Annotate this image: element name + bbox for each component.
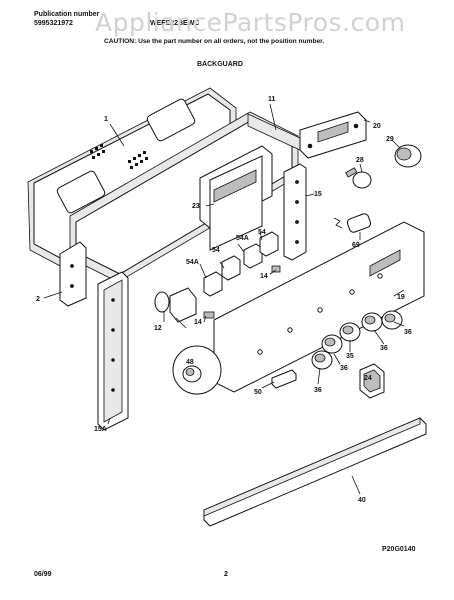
electronic-clock-part [299,111,367,159]
end-cap-left-part [59,241,87,307]
control-bracket-part [209,155,263,251]
indicator-light-part [345,167,372,189]
callout-20: 20 [373,123,381,130]
callout-14-upper: 14 [260,273,268,280]
callout-54a-lower: 54A [186,259,199,266]
callout-36-bottom: 36 [314,387,322,394]
callout-2: 2 [36,296,40,303]
lamp-socket-part [154,287,197,329]
callout-48: 48 [186,359,194,366]
callout-36-right: 36 [404,329,412,336]
end-cap-right-part [283,163,307,261]
publication-label: Publication number [34,11,100,18]
callout-54a-upper: 54A [236,235,249,242]
backguard-trim-part [203,417,427,527]
callout-19: 19 [397,294,405,301]
callout-50: 50 [254,389,262,396]
leader-lines [43,103,405,495]
indicator-lens-part [271,369,297,389]
callout-29: 29 [386,136,394,143]
callout-28: 28 [356,157,364,164]
oven-control-switch-part [333,213,372,233]
caution-note: CAUTION: Use the part number on all orde… [104,38,325,45]
callout-24: 24 [364,375,372,382]
side-trim-part [97,271,129,431]
figure-id: P20G0140 [382,546,416,553]
control-knobs-part [311,310,403,370]
model-number: WEFS22BEWC [150,20,200,27]
footer-date: 06/99 [34,571,52,578]
section-title: BACKGUARD [197,61,243,68]
callout-1: 1 [104,116,108,123]
callout-36-lower: 36 [340,365,348,372]
callout-14-lower: 14 [194,319,202,326]
surface-switches-part [203,231,281,297]
callout-11: 11 [268,96,276,103]
publication-number: 5995321972 [34,20,73,27]
page-number: 2 [224,571,228,578]
lamp-switch-part [203,311,215,319]
callout-23: 23 [192,203,200,210]
detail-knob-part [172,345,222,395]
callout-54-right: 54 [258,229,266,236]
callout-12: 12 [154,325,162,332]
callout-15a: 15A [94,426,107,433]
callout-69: 69 [352,242,360,249]
callout-35: 35 [346,353,354,360]
watermark-text: AppliancePartsPros.com [95,8,406,37]
callout-40: 40 [358,497,366,504]
clock-knob-part [394,144,422,168]
callout-54-left: 54 [212,247,220,254]
rocker-switch-part [359,363,385,399]
callout-15: 15 [314,191,322,198]
callout-36-mid: 36 [380,345,388,352]
